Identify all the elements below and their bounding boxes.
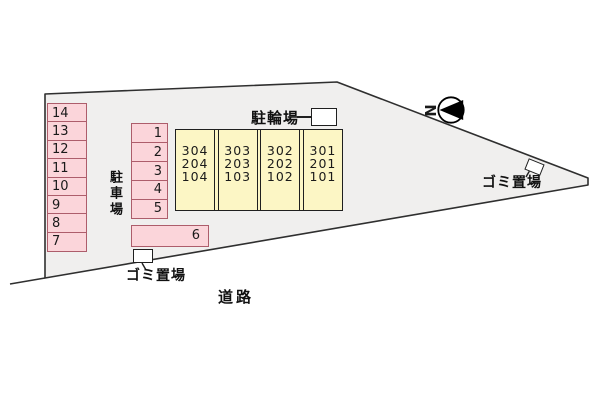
- parking-space: 11: [47, 158, 87, 179]
- room-number: 202: [266, 156, 294, 171]
- north-indicator: N: [420, 95, 466, 125]
- parking-space: 9: [47, 195, 87, 216]
- bicycle-label-connector-line: [297, 116, 311, 118]
- garbage-box-left: [133, 249, 153, 263]
- garbage-area-label-right: ゴミ置場: [482, 175, 542, 191]
- north-compass-icon: [436, 96, 465, 124]
- parking-space: 13: [47, 121, 87, 142]
- parking-column-middle: 1 2 3 4 5: [131, 123, 168, 220]
- parking-space: 14: [47, 103, 87, 123]
- parking-space: 5: [131, 198, 168, 220]
- room-number: 302: [266, 143, 294, 158]
- parking-space-number: 7: [52, 234, 61, 250]
- parking-space-number: 6: [191, 228, 200, 244]
- parking-area-label: 駐車場: [107, 170, 122, 218]
- room-number: 204: [181, 156, 209, 171]
- room-number: 102: [266, 169, 294, 184]
- parking-space: 12: [47, 139, 87, 160]
- garbage-area-label-left: ゴミ置場: [126, 268, 186, 284]
- parking-space-number: 14: [52, 105, 69, 121]
- bicycle-parking-box: [311, 108, 337, 126]
- parking-space: 2: [131, 141, 168, 163]
- room-number: 203: [224, 156, 252, 171]
- room-number: 103: [224, 169, 252, 184]
- building-unit: 302 202 102: [260, 130, 301, 210]
- parking-space: 3: [131, 160, 168, 182]
- parking-space-wide: 6: [131, 225, 209, 247]
- building-unit: 304 204 104: [176, 130, 216, 210]
- room-number: 303: [224, 143, 252, 158]
- parking-space-number: 12: [52, 142, 69, 158]
- parking-space: 8: [47, 213, 87, 234]
- room-number: 101: [309, 169, 337, 184]
- parking-space-number: 1: [153, 125, 162, 141]
- parking-space: 7: [47, 231, 87, 252]
- road-label: 道路: [218, 288, 255, 306]
- building-block: 304 204 104 303 203 103 302 202 102 301 …: [175, 129, 343, 211]
- room-number: 301: [309, 143, 337, 158]
- building-unit: 303 203 103: [217, 130, 258, 210]
- building-unit: 301 201 101: [302, 130, 342, 210]
- room-number: 104: [181, 169, 209, 184]
- parking-column-left: 14 13 12 11 10 9 8 7: [47, 103, 87, 252]
- room-number: 304: [181, 143, 209, 158]
- boundary-overshoot-line: [9, 277, 46, 285]
- north-label: N: [420, 103, 439, 117]
- parking-space-number: 4: [153, 182, 162, 198]
- parking-space-number: 2: [153, 144, 162, 160]
- parking-space-number: 9: [52, 197, 61, 213]
- parking-space-number: 11: [52, 160, 69, 176]
- parking-space-number: 3: [153, 163, 162, 179]
- parking-space: 1: [131, 123, 168, 144]
- parking-space-number: 13: [52, 123, 69, 139]
- parking-space-number: 10: [52, 179, 69, 195]
- parking-space-number: 8: [52, 215, 61, 231]
- parking-space-number: 5: [153, 201, 162, 217]
- bicycle-parking-label: 駐輪場: [251, 109, 300, 127]
- garbage-left-pointer-line: [141, 262, 147, 271]
- parking-space: 10: [47, 176, 87, 197]
- room-number: 201: [309, 156, 337, 171]
- parking-space: 4: [131, 179, 168, 201]
